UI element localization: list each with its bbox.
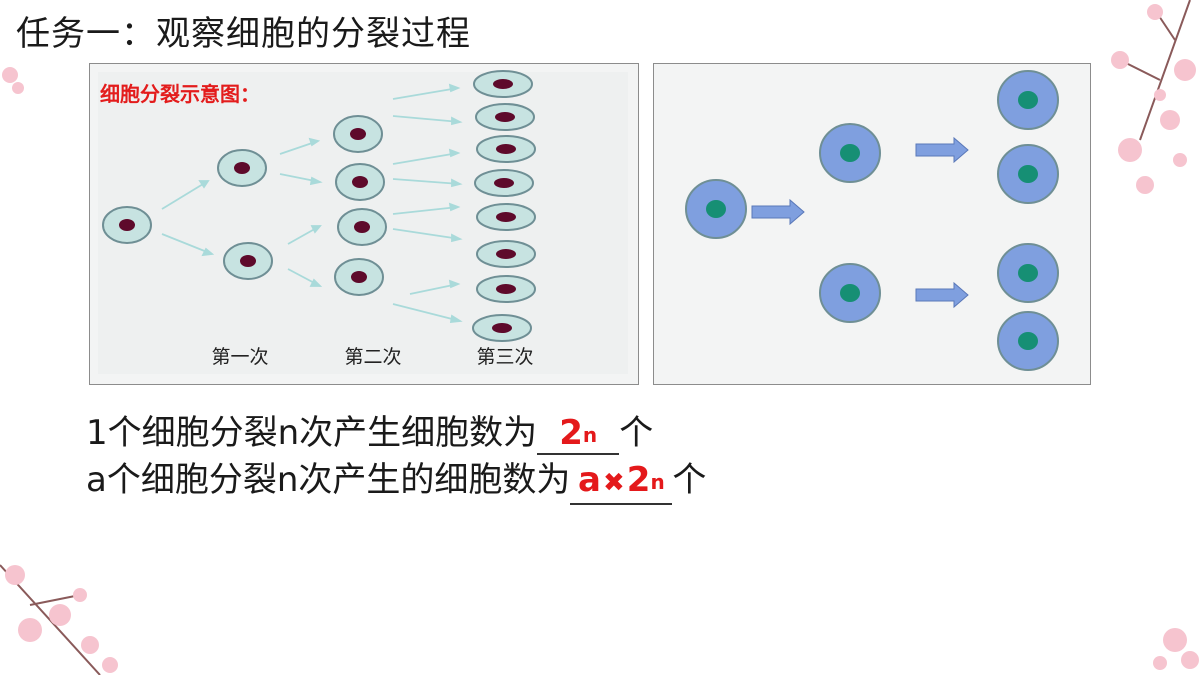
left-cell <box>334 258 384 296</box>
answer-one-exponent: n <box>582 423 598 447</box>
cherry-blossom-bottom-left-decoration <box>0 564 118 675</box>
left-cell <box>474 169 534 197</box>
left-cells-group <box>102 70 536 342</box>
right-cell <box>819 263 881 323</box>
right-arrow <box>751 198 805 226</box>
right-arrow <box>915 281 969 309</box>
answer-one-base: 2 <box>559 413 583 453</box>
left-cell <box>333 115 383 153</box>
line-two-suffix: 个 <box>672 460 707 500</box>
multiply-icon: ✖ <box>603 468 625 498</box>
right-cell <box>819 123 881 183</box>
right-cell <box>997 70 1059 130</box>
right-cells-group <box>685 70 1059 371</box>
simple-division-diagram-svg <box>685 70 1059 371</box>
answer-two-base: 2 <box>626 460 651 500</box>
right-arrows-group <box>751 136 969 309</box>
line-two-prefix: a个细胞分裂n次产生的细胞数为 <box>86 460 571 500</box>
right-arrow <box>915 136 969 164</box>
left-cell <box>475 103 535 131</box>
stage-label-third: 第三次 <box>476 346 533 368</box>
right-cell <box>997 311 1059 371</box>
cherry-blossom-bottom-right-decoration <box>1153 628 1199 670</box>
left-cell <box>472 314 532 342</box>
stage-label-first: 第一次 <box>211 346 268 368</box>
right-cell <box>685 179 747 239</box>
right-cell <box>997 243 1059 303</box>
left-cell <box>476 203 536 231</box>
line-one-answer: 2n <box>537 413 620 455</box>
left-cell <box>102 206 152 244</box>
answer-two-exponent: n <box>650 470 665 494</box>
page-title: 任务一：观察细胞的分裂过程 <box>16 14 471 54</box>
answer-two-a: a <box>578 460 601 500</box>
left-cell <box>337 208 387 246</box>
cell-division-diagram: 细胞分裂示意图： 第一次 第二次 第三次 <box>89 63 639 385</box>
diagram-heading: 细胞分裂示意图： <box>100 82 260 106</box>
left-cell <box>476 275 536 303</box>
left-cell <box>217 149 267 187</box>
line-one-suffix: 个 <box>619 413 654 453</box>
division-arrows <box>161 83 463 324</box>
line-two-answer: a✖2n <box>570 460 673 505</box>
cherry-blossom-top-left-decoration <box>2 67 24 94</box>
stage-label-second: 第二次 <box>344 346 401 368</box>
left-cell <box>476 135 536 163</box>
line-one-prefix: 1个细胞分裂n次产生细胞数为 <box>86 413 538 453</box>
left-cell <box>476 240 536 268</box>
right-cell <box>997 144 1059 204</box>
cell-division-diagram-svg: 细胞分裂示意图： 第一次 第二次 第三次 <box>98 70 628 374</box>
cherry-blossom-top-right-decoration <box>1111 0 1196 194</box>
left-cell <box>335 163 385 201</box>
simple-division-diagram <box>653 63 1091 385</box>
left-cell <box>223 242 273 280</box>
left-cell <box>473 70 533 98</box>
